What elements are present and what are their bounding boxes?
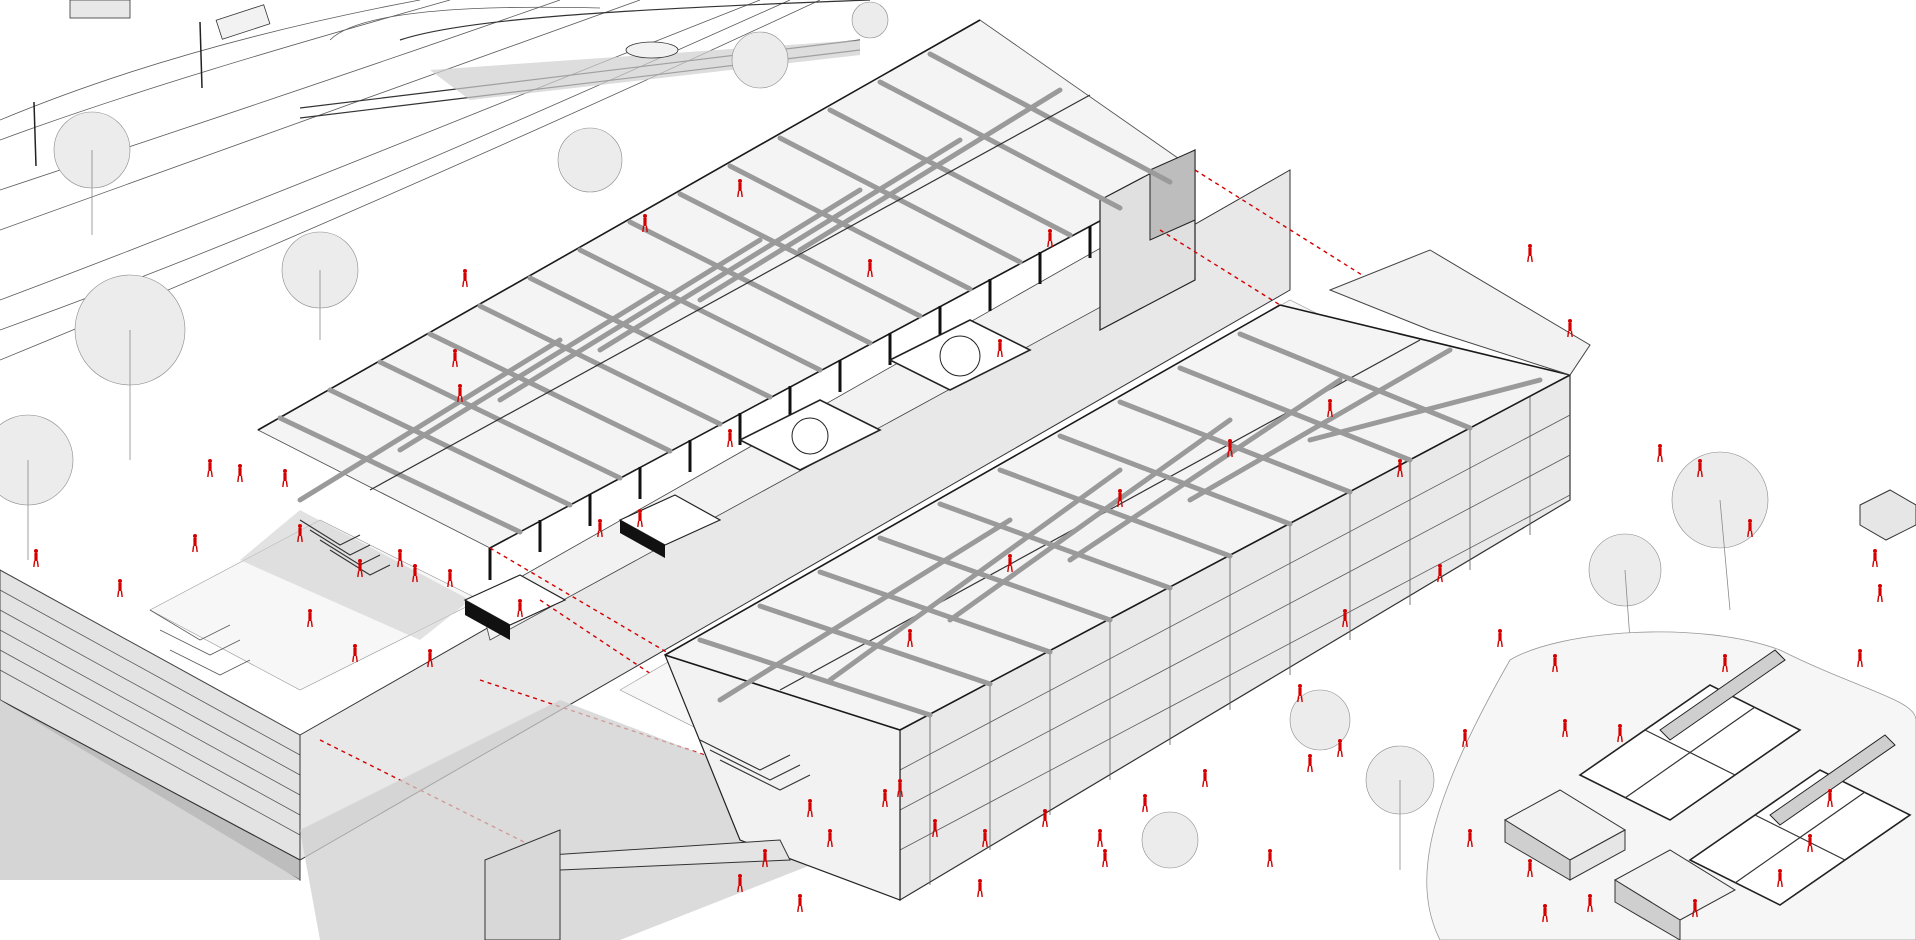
person-figure (1267, 849, 1273, 868)
person-figure (1342, 609, 1348, 628)
person-figure (1657, 444, 1663, 463)
person-figure (1722, 654, 1728, 673)
person-figure (517, 599, 523, 618)
lower-hall (300, 249, 1591, 940)
lamp-post (33, 21, 203, 167)
person-figure (1337, 739, 1343, 758)
cutaway-shed (257, 19, 1196, 641)
person-figure (307, 609, 313, 628)
person-figure (1697, 459, 1703, 478)
person-figure (33, 549, 39, 568)
person-figure (297, 524, 303, 543)
person-figure (1102, 849, 1108, 868)
person-figure (357, 559, 363, 578)
person-figure (762, 849, 768, 868)
person-figure (977, 879, 983, 898)
person-figure (1562, 719, 1568, 738)
people-markers (33, 179, 1883, 923)
front-podium (484, 829, 561, 940)
person-figure (1462, 729, 1468, 748)
person-figure (1467, 829, 1473, 848)
person-figure (207, 459, 213, 478)
person-figure (1142, 794, 1148, 813)
person-figure (1777, 869, 1783, 888)
person-figure (412, 564, 418, 583)
person-figure (237, 464, 243, 483)
person-figure (882, 789, 888, 808)
person-figure (1617, 724, 1623, 743)
person-figure (1227, 439, 1233, 458)
person-figure (452, 349, 458, 368)
person-figure (1552, 654, 1558, 673)
person-figure (1307, 754, 1313, 773)
person-figure (1117, 489, 1123, 508)
person-figure (457, 384, 463, 403)
small-pavilions (1504, 489, 1916, 940)
shed-roof-trusses (277, 51, 1173, 535)
person-figure (897, 779, 903, 798)
person-figure (597, 519, 603, 538)
shed-interior-pods (463, 494, 722, 640)
hall-front-stair (549, 739, 811, 871)
building-top-left (69, 0, 131, 19)
person-figure (447, 569, 453, 588)
person-figure (1202, 769, 1208, 788)
shed-columns (488, 226, 1092, 580)
person-figure (1857, 649, 1863, 668)
person-figure (1587, 894, 1593, 913)
person-figure (1042, 809, 1048, 828)
left-podium (0, 169, 1291, 881)
person-figure (637, 509, 643, 528)
person-figure (997, 339, 1003, 358)
person-figure (1692, 899, 1698, 918)
person-figure (1497, 629, 1503, 648)
person-figure (427, 649, 433, 668)
person-figure (737, 874, 743, 893)
person-figure (397, 549, 403, 568)
person-figure (1527, 244, 1533, 263)
trees-left (0, 1, 889, 560)
shed-interior-courts (738, 319, 1032, 471)
person-figure (1747, 519, 1753, 538)
person-figure (907, 629, 913, 648)
vehicle-car (625, 41, 679, 59)
person-figure (1327, 399, 1333, 418)
vehicle-bus (215, 4, 271, 40)
person-figure (192, 534, 198, 553)
person-figure (1872, 549, 1878, 568)
person-figure (737, 179, 743, 198)
person-figure (1567, 319, 1573, 338)
lattice-pattern (899, 396, 1571, 885)
person-figure (1807, 834, 1813, 853)
person-figure (932, 819, 938, 838)
person-figure (1397, 459, 1403, 478)
person-figure (982, 829, 988, 848)
trees-right (1141, 451, 1769, 870)
person-figure (727, 429, 733, 448)
person-figure (807, 799, 813, 818)
person-figure (282, 469, 288, 488)
sports-courts (1578, 649, 1912, 906)
person-figure (462, 269, 468, 288)
person-figure (1047, 229, 1053, 248)
person-figure (1097, 829, 1103, 848)
person-figure (1542, 904, 1548, 923)
person-figure (1297, 684, 1303, 703)
person-figure (827, 829, 833, 848)
person-figure (867, 259, 873, 278)
person-figure (1007, 554, 1013, 573)
person-figure (1827, 789, 1833, 808)
person-figure (1877, 584, 1883, 603)
person-figure (117, 579, 123, 598)
person-figure (1527, 859, 1533, 878)
person-figure (642, 214, 648, 233)
person-figure (797, 894, 803, 913)
person-figure (1437, 564, 1443, 583)
person-figure (352, 644, 358, 663)
hall-roof-trusses (697, 331, 1543, 718)
